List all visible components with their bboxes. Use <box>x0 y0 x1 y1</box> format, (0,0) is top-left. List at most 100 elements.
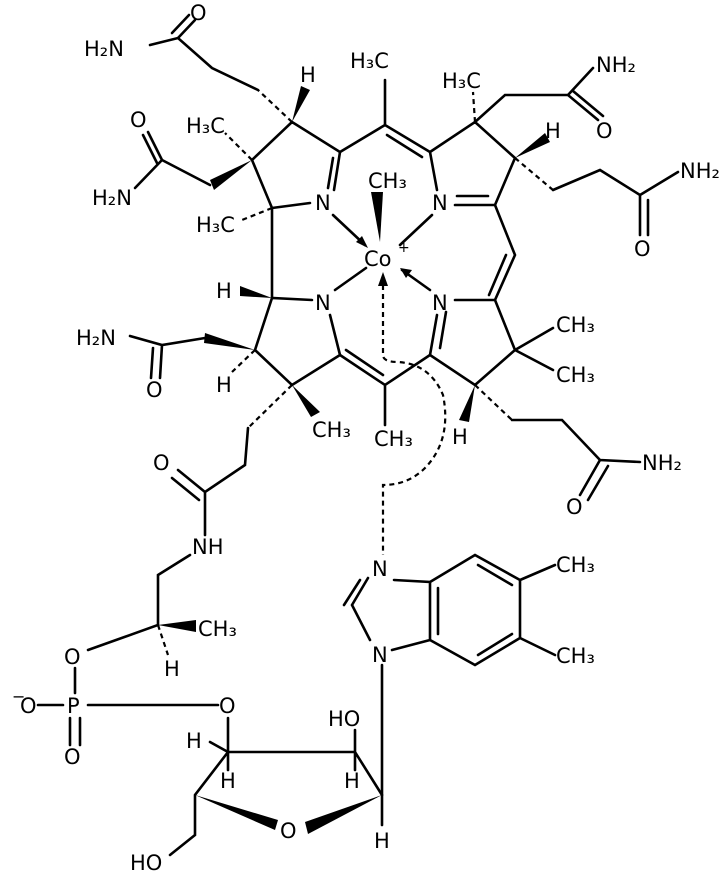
carbonyl-bond <box>586 464 610 502</box>
chain-bond <box>176 426 250 537</box>
wedge-bond <box>305 795 382 834</box>
ring-c-double <box>438 310 448 350</box>
ribose-bond <box>168 716 384 857</box>
wedge-bond <box>459 385 475 422</box>
atom-label: O <box>153 451 170 475</box>
dashed-coordination <box>381 285 447 555</box>
atom-label: CH₃ <box>556 313 595 337</box>
phosphate-bond <box>36 666 220 747</box>
wedge-bond <box>210 160 252 190</box>
arrowhead <box>400 268 412 278</box>
wedge-bond <box>240 286 272 298</box>
cobalt-label: Co <box>364 247 392 271</box>
atom-label: O <box>130 108 147 132</box>
atom-label: O <box>190 1 207 25</box>
chain-bond <box>510 418 642 497</box>
atom-label: H <box>344 769 360 793</box>
atom-label: N <box>315 191 331 215</box>
atom-label: H <box>452 425 468 449</box>
atom-label: O <box>20 694 37 718</box>
atom-label: NH <box>192 535 224 559</box>
atom-label: NH₂ <box>680 159 720 183</box>
atom-label: O <box>280 819 297 843</box>
dashed-bond <box>241 206 273 222</box>
chain-bond <box>128 334 207 380</box>
arrowhead <box>378 272 388 286</box>
meso-bond <box>338 78 432 154</box>
dashed-bond <box>156 624 170 656</box>
wedge-bond <box>158 620 196 632</box>
charge-label: + <box>398 240 410 256</box>
atom-label: CH₃ <box>556 553 595 577</box>
wedge-bond <box>371 192 383 242</box>
atom-label: N <box>432 191 448 215</box>
atom-label: H₂N <box>76 326 116 350</box>
methyl-bond <box>513 326 555 372</box>
dashed-bond <box>514 157 554 191</box>
meso-double <box>487 253 508 297</box>
atom-label: CH₃ <box>198 617 237 641</box>
benzimidazole-bond <box>350 553 557 667</box>
atom-label: H <box>216 279 232 303</box>
dashed-bond <box>224 132 253 161</box>
atom-labels: H₂N O O H₂N H₃C H₃C H H₃C H₃C H NH₂ O NH… <box>12 1 720 875</box>
atom-label: O <box>146 378 163 402</box>
atom-label: H <box>300 63 316 87</box>
carbonyl-bond <box>571 89 605 118</box>
meso-bond <box>493 203 517 302</box>
chain-bond <box>133 130 212 190</box>
carbonyl-bond <box>170 476 201 502</box>
wedge-bond <box>204 333 255 350</box>
wedge-bond <box>515 133 550 158</box>
wedge-bond <box>292 385 320 417</box>
ring-a-double <box>326 156 335 190</box>
meso-double <box>385 133 424 159</box>
meso-bond <box>338 353 432 427</box>
charge-label: − <box>12 687 25 706</box>
atom-label: N <box>372 557 388 581</box>
atom-label: O <box>596 119 613 143</box>
atom-label: H₃C <box>196 213 235 237</box>
atom-label: H <box>374 829 390 853</box>
meso-double <box>344 348 385 377</box>
atom-label: O <box>634 237 651 261</box>
dashed-bond <box>257 89 293 123</box>
carbonyl-bond <box>149 346 155 380</box>
atom-label: N <box>372 643 388 667</box>
coordination-bond <box>331 213 434 292</box>
atom-label: H₂N <box>84 37 124 61</box>
atom-label: HO <box>130 851 162 875</box>
dashed-bond <box>231 349 256 373</box>
atom-label: H <box>216 373 232 397</box>
atom-label: H <box>220 769 236 793</box>
chain-bond <box>551 168 680 237</box>
atom-label: CH₃ <box>368 169 407 193</box>
atom-label: CH₃ <box>312 418 351 442</box>
atom-label: H₃C <box>350 49 389 73</box>
dashed-bond <box>247 384 293 429</box>
atom-label: CH₃ <box>556 363 595 387</box>
double-bond <box>342 563 514 657</box>
arrowhead <box>356 236 368 248</box>
chain-bond <box>86 553 192 652</box>
dashed-bond <box>474 384 513 421</box>
atom-label: N <box>315 291 331 315</box>
atom-label: CH₃ <box>374 427 413 451</box>
atom-label: H₃C <box>186 114 225 138</box>
atom-label: H <box>186 729 202 753</box>
atom-label: NH₂ <box>642 451 682 475</box>
atom-label: O <box>64 645 81 669</box>
atom-label: O <box>566 495 583 519</box>
carbonyl-bond <box>170 13 197 40</box>
dashed-bond <box>471 91 477 123</box>
atom-label: H <box>545 119 561 143</box>
chain-bond <box>148 36 260 92</box>
atom-label: H₂N <box>92 186 132 210</box>
bonds <box>36 13 680 857</box>
atom-label: H <box>164 657 180 681</box>
phosphorus-label: P <box>67 694 80 718</box>
atom-label: NH₂ <box>596 53 636 77</box>
atom-label: O <box>219 694 236 718</box>
atom-label: HO <box>328 707 360 731</box>
